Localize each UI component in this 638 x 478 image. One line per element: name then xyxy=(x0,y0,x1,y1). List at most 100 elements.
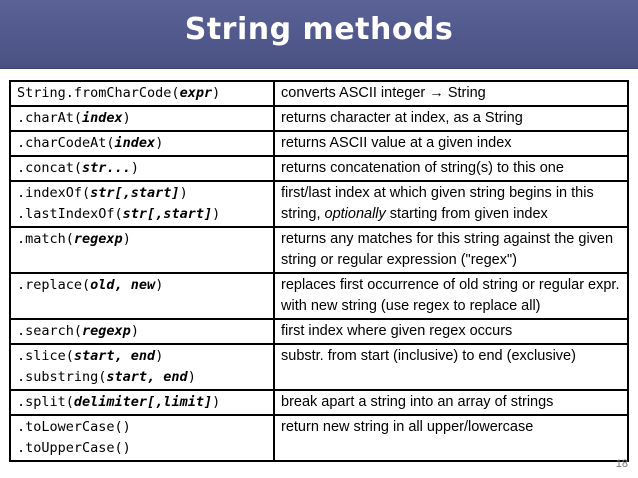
method-description: returns concatenation of string(s) to th… xyxy=(273,155,629,182)
table-row: .match(regexp) returns any matches for th… xyxy=(9,226,629,274)
table-row: .charCodeAt(index) returns ASCII value at… xyxy=(9,130,629,157)
method-signature: .slice(start, end).substring(start, end) xyxy=(9,343,275,391)
signature-line: .split(delimiter[,limit]) xyxy=(17,392,267,413)
description-text: first/last index at which given string b… xyxy=(281,185,594,222)
table-row: .charAt(index) returns character at index… xyxy=(9,105,629,132)
signature-text: ) xyxy=(212,206,221,222)
table-row: .indexOf(str[,start]).lastIndexOf(str[,s… xyxy=(9,180,629,228)
signature-text: .charAt( xyxy=(17,110,83,126)
parameter-text: regexp xyxy=(82,323,131,339)
slide-title: String methods xyxy=(184,12,454,47)
method-description: break apart a string into an array of st… xyxy=(273,389,629,416)
signature-line: .charAt(index) xyxy=(17,108,267,129)
method-description: substr. from start (inclusive) to end (e… xyxy=(273,343,629,391)
method-description: converts ASCII integer → String xyxy=(273,80,629,107)
signature-text: String.fromCharCode( xyxy=(17,85,180,101)
table-row: .toLowerCase() .toUpperCase() return new s… xyxy=(9,414,629,462)
description-text: replaces first occurrence of old string … xyxy=(281,277,620,314)
signature-text: .slice( xyxy=(17,348,74,364)
signature-text: .match( xyxy=(17,231,74,247)
signature-line: .indexOf(str[,start]) xyxy=(17,183,267,204)
signature-text: ) xyxy=(155,135,164,151)
signature-line: .slice(start, end) xyxy=(17,346,267,367)
method-description: return new string in all upper/lowercase xyxy=(273,414,629,462)
signature-text: ) xyxy=(130,323,139,339)
parameter-text: str[,start] xyxy=(122,206,213,222)
signature-text: ) xyxy=(130,160,139,176)
method-signature: .indexOf(str[,start]).lastIndexOf(str[,s… xyxy=(9,180,275,228)
method-description: replaces first occurrence of old string … xyxy=(273,272,629,320)
signature-line: .replace(old, new) xyxy=(17,275,267,296)
parameter-text: regexp xyxy=(73,231,123,247)
methods-table-body: String.fromCharCode(expr) converts ASCII … xyxy=(9,80,629,462)
signature-text: ) xyxy=(122,231,131,247)
method-signature: .match(regexp) xyxy=(9,226,275,274)
signature-text: .substring( xyxy=(17,369,107,385)
signature-line: .lastIndexOf(str[,start]) xyxy=(17,204,267,225)
parameter-text: index xyxy=(82,110,123,126)
title-bar: String methods xyxy=(0,0,638,69)
signature-line: .search(regexp) xyxy=(17,321,267,342)
signature-text: .toUpperCase() xyxy=(17,440,131,456)
description-text: optionally xyxy=(324,206,386,222)
signature-line: .match(regexp) xyxy=(17,229,267,250)
method-signature: .search(regexp) xyxy=(9,318,275,345)
signature-text: .lastIndexOf( xyxy=(17,206,123,222)
parameter-text: old, new xyxy=(90,277,156,293)
page-number: 18 xyxy=(615,458,628,470)
method-signature: String.fromCharCode(expr) xyxy=(9,80,275,107)
signature-text: ) xyxy=(212,85,221,101)
method-signature: .charCodeAt(index) xyxy=(9,130,275,157)
parameter-text: index xyxy=(114,135,156,151)
description-text: returns ASCII value at a given index xyxy=(281,135,512,151)
signature-text: ) xyxy=(212,394,221,410)
description-text: returns any matches for this string agai… xyxy=(281,231,614,268)
signature-line: String.fromCharCode(expr) xyxy=(17,83,267,104)
table-row: String.fromCharCode(expr) converts ASCII … xyxy=(9,80,629,107)
signature-text: .split( xyxy=(17,394,74,410)
parameter-text: delimiter[,limit] xyxy=(73,394,213,410)
table-row: .replace(old, new) replaces first occurre… xyxy=(9,272,629,320)
signature-line: .charCodeAt(index) xyxy=(17,133,267,154)
description-text: returns concatenation of string(s) to th… xyxy=(281,160,564,176)
signature-text: .search( xyxy=(17,323,83,339)
description-text: first index where given regex occurs xyxy=(281,323,513,339)
method-description: returns character at index, as a String xyxy=(273,105,629,132)
signature-text: .indexOf( xyxy=(17,185,91,201)
description-text: converts ASCII integer → String xyxy=(281,85,486,101)
signature-text: ) xyxy=(155,277,164,293)
signature-text: .toLowerCase() xyxy=(17,419,131,435)
method-description: first/last index at which given string b… xyxy=(273,180,629,228)
table-row: .slice(start, end).substring(start, end)… xyxy=(9,343,629,391)
table-row: .search(regexp) first index where given r… xyxy=(9,318,629,345)
parameter-text: start, end xyxy=(73,348,156,364)
signature-text: .charCodeAt( xyxy=(17,135,115,151)
parameter-text: start, end xyxy=(106,369,188,385)
signature-line: .toUpperCase() xyxy=(17,438,267,459)
signature-line: .concat(str...) xyxy=(17,158,267,179)
parameter-text: expr xyxy=(179,85,213,101)
method-signature: .charAt(index) xyxy=(9,105,275,132)
method-signature: .concat(str...) xyxy=(9,155,275,182)
method-signature: .toLowerCase() .toUpperCase() xyxy=(9,414,275,462)
parameter-text: str... xyxy=(82,160,131,176)
signature-text: .replace( xyxy=(17,277,91,293)
signature-line: .toLowerCase() xyxy=(17,417,267,438)
description-text: returns character at index, as a String xyxy=(281,110,523,126)
method-signature: .split(delimiter[,limit]) xyxy=(9,389,275,416)
signature-line: .substring(start, end) xyxy=(17,367,267,388)
signature-text: ) xyxy=(155,348,164,364)
string-methods-table: String.fromCharCode(expr) converts ASCII … xyxy=(9,80,629,462)
signature-text: .concat( xyxy=(17,160,83,176)
signature-text: ) xyxy=(122,110,131,126)
signature-text: ) xyxy=(179,185,188,201)
signature-text: ) xyxy=(187,369,196,385)
description-text: substr. from start (inclusive) to end (e… xyxy=(281,348,576,364)
method-description: returns any matches for this string agai… xyxy=(273,226,629,274)
parameter-text: str[,start] xyxy=(90,185,180,201)
method-signature: .replace(old, new) xyxy=(9,272,275,320)
method-description: first index where given regex occurs xyxy=(273,318,629,345)
table-row: .concat(str...) returns concatenation of … xyxy=(9,155,629,182)
description-text: break apart a string into an array of st… xyxy=(281,394,554,410)
description-text: return new string in all upper/lowercase xyxy=(281,419,534,435)
